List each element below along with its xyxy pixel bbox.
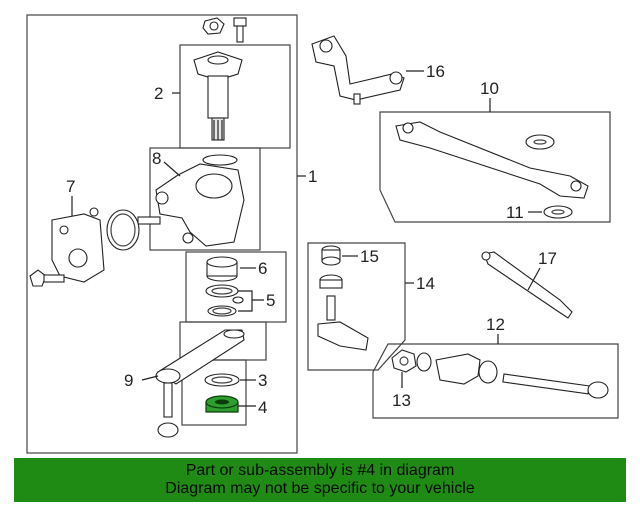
banner-line-disclaimer: Diagram may not be specific to your vehi… (165, 480, 475, 497)
tie-rod-end-part[interactable] (317, 274, 369, 351)
callout-1: 1 (308, 167, 317, 186)
leader-line-5 (238, 290, 264, 312)
callout-9: 9 (124, 371, 133, 390)
callout-7: 7 (66, 177, 75, 196)
drag-link-box (379, 111, 611, 223)
leader-line-8 (163, 161, 181, 177)
part-info-banner: Part or sub-assembly is #4 in diagram Di… (14, 458, 626, 502)
callout-5: 5 (266, 291, 275, 310)
idler-arm-part[interactable] (311, 35, 405, 105)
seal-rings-part[interactable] (205, 284, 244, 317)
gear-housing-part[interactable] (137, 154, 245, 247)
tie-rod-end-box (307, 242, 406, 371)
housing-bolt-part[interactable] (233, 17, 247, 43)
valve-body-part[interactable] (51, 207, 140, 283)
callout-2: 2 (154, 84, 163, 103)
callout-16: 16 (426, 62, 445, 81)
banner-line-part: Part or sub-assembly is #4 in diagram (185, 462, 455, 479)
housing-nut-part[interactable] (202, 17, 225, 35)
pitman-arm-part[interactable] (155, 329, 245, 438)
callout-10: 10 (480, 79, 499, 98)
tie-rod-part[interactable] (481, 251, 573, 319)
grommet-part[interactable] (543, 205, 573, 219)
callout-15: 15 (360, 247, 379, 266)
callout-8: 8 (152, 149, 161, 168)
callout-3: 3 (258, 371, 267, 390)
inner-tie-rod-box (372, 343, 619, 419)
callout-12: 12 (486, 315, 505, 334)
jam-nut-part[interactable] (391, 349, 417, 373)
highlighted-nut-part[interactable] (205, 395, 239, 413)
valve-bolt-part[interactable] (29, 269, 65, 287)
inner-tie-rod-part[interactable] (416, 352, 609, 399)
bearing-part[interactable] (206, 256, 238, 282)
callout-13: 13 (392, 391, 411, 410)
drag-link-part[interactable] (395, 121, 589, 199)
callout-4: 4 (258, 398, 267, 417)
callout-14: 14 (416, 274, 435, 293)
callout-11: 11 (506, 203, 524, 222)
callout-17: 17 (538, 249, 557, 268)
steering-gear-group-box (26, 14, 298, 454)
leader-line-9 (141, 375, 159, 381)
parts-diagram: 2 8 7 1 6 5 9 3 4 16 10 11 15 14 17 12 1… (26, 14, 619, 454)
washer-part[interactable] (204, 373, 240, 387)
callout-6: 6 (258, 259, 267, 278)
castle-nut-part[interactable] (321, 245, 341, 266)
input-shaft-part[interactable] (193, 51, 243, 141)
leader-line-17 (527, 267, 541, 291)
gear-housing-box (149, 147, 261, 251)
